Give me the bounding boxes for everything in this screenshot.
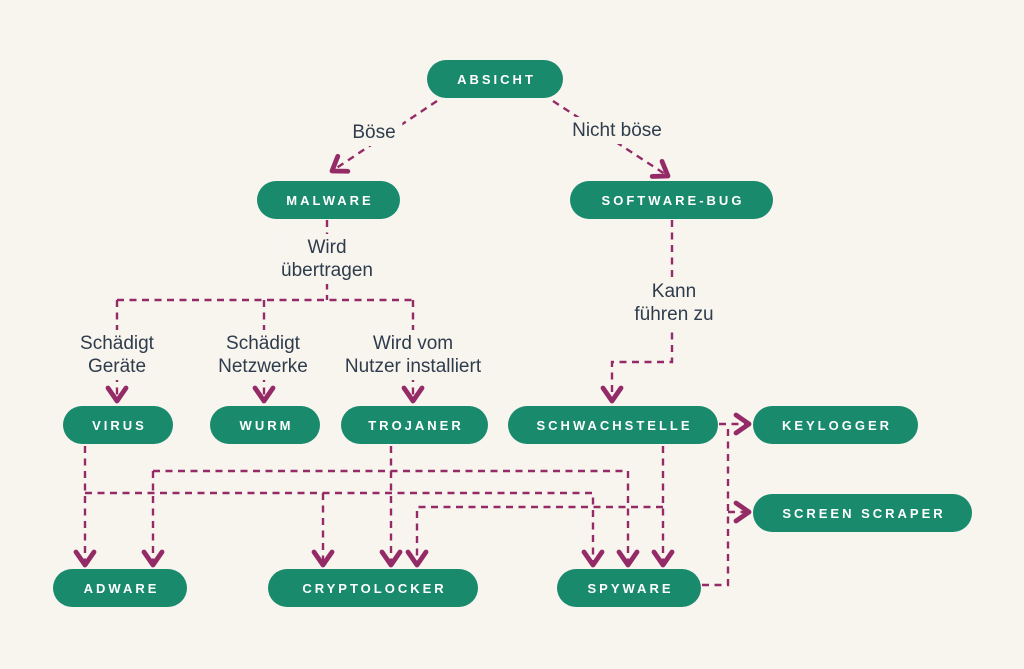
edge-label-wird-uebertragen: Wird übertragen <box>274 234 380 285</box>
edge-label-schaedigt-netzwerke: Schädigt Netzwerke <box>211 330 315 381</box>
edge-virus-spyware <box>85 493 593 565</box>
edge-spyware-riser <box>702 424 728 585</box>
node-virus: VIRUS <box>63 406 173 444</box>
edge-label-boese: Böse <box>345 119 403 147</box>
node-keylogger: KEYLOGGER <box>753 406 918 444</box>
edge-trojaner-spyware <box>153 471 628 565</box>
edge-label-schaedigt-geraete: Schädigt Geräte <box>73 330 161 381</box>
node-trojaner: TROJANER <box>341 406 488 444</box>
node-spyware: SPYWARE <box>557 569 701 607</box>
node-malware: MALWARE <box>257 181 400 219</box>
node-adware: ADWARE <box>53 569 187 607</box>
node-screen-scraper: SCREEN SCRAPER <box>753 494 972 532</box>
edge-schwachstelle-cryptolocker <box>417 507 663 565</box>
edge-label-kann-fuehren-zu: Kann führen zu <box>627 278 721 329</box>
node-wurm: WURM <box>210 406 320 444</box>
node-absicht: ABSICHT <box>427 60 563 98</box>
node-cryptolocker: CRYPTOLOCKER <box>268 569 478 607</box>
edge-label-nicht-boese: Nicht böse <box>565 117 669 145</box>
node-software-bug: SOFTWARE-BUG <box>570 181 773 219</box>
edge-label-wird-vom-nutzer: Wird vom Nutzer installiert <box>337 330 489 381</box>
node-schwachstelle: SCHWACHSTELLE <box>508 406 718 444</box>
